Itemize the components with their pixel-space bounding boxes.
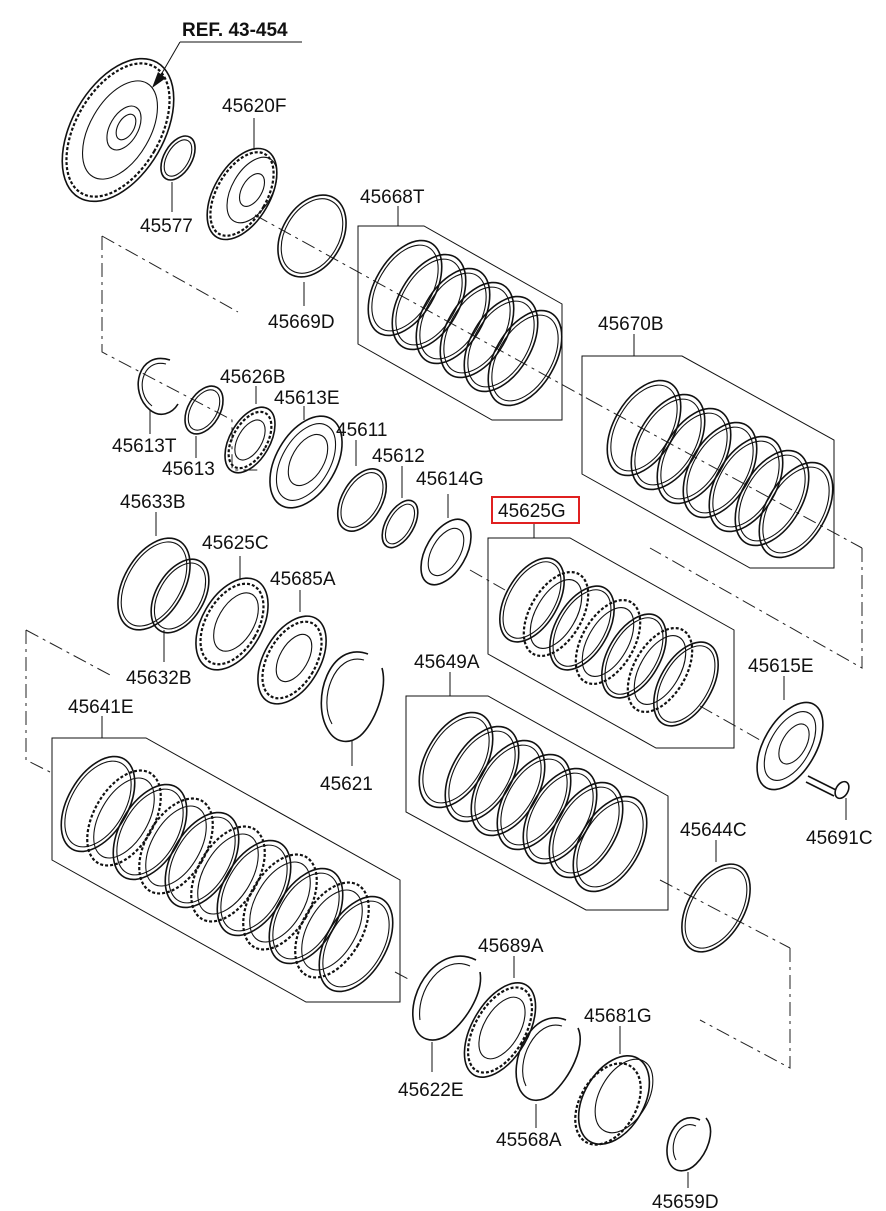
label-45613T: 45613T (112, 436, 177, 457)
label-45681G: 45681G (584, 1006, 652, 1027)
part-45625C: 45625C (195, 533, 269, 671)
part-45611: 45611 (336, 420, 387, 532)
label-45632B: 45632B (126, 668, 192, 689)
part-45681G: 45681G (574, 1006, 654, 1146)
part-45625G: 45625G (487, 496, 735, 749)
label-45612: 45612 (372, 446, 425, 467)
label-45670B: 45670B (598, 314, 664, 335)
label-45615E: 45615E (748, 656, 814, 677)
label-45611: 45611 (336, 420, 387, 441)
part-45626B: 45626B (220, 367, 286, 474)
label-45649A: 45649A (414, 652, 480, 673)
label-45691C: 45691C (806, 828, 873, 849)
highlight-box-45625G (491, 496, 580, 524)
part-45613T: 45613T (112, 357, 179, 457)
label-45659D: 45659D (652, 1192, 719, 1211)
label-45613: 45613 (162, 459, 215, 480)
part-45670B: 45670B (581, 314, 835, 569)
part-45568A: 45568A (496, 1017, 581, 1151)
part-45613E: 45613E (269, 388, 343, 509)
part-45621: 45621 (320, 651, 385, 795)
part-45691C: 45691C (805, 775, 873, 849)
part-45685A: 45685A (257, 569, 336, 705)
label-45625C: 45625C (202, 533, 269, 554)
part-45649A: 45649A (405, 652, 669, 911)
input-shaft-drum (61, 57, 175, 203)
reference-label: REF. 43-454 (182, 20, 288, 41)
part-45659D: 45659D (652, 1117, 719, 1211)
reference-callout: REF. 43-454 (152, 20, 302, 88)
label-45621: 45621 (320, 774, 373, 795)
label-45641E: 45641E (68, 697, 134, 718)
part-45641E: 45641E (51, 697, 401, 1003)
part-45644C: 45644C (680, 820, 751, 953)
part-45577: 45577 (140, 135, 196, 237)
part-45614G: 45614G (416, 469, 484, 586)
part-45620F: 45620F (206, 96, 286, 241)
label-45613E: 45613E (274, 388, 340, 409)
part-45633B: 45633B (117, 492, 191, 631)
label-45644C: 45644C (680, 820, 747, 841)
label-45622E: 45622E (398, 1080, 464, 1101)
assembly-axis-lines (25, 214, 863, 1069)
part-45615E: 45615E (748, 656, 824, 791)
part-45612: 45612 (372, 446, 425, 549)
part-45669D: 45669D (268, 194, 347, 333)
label-45568A: 45568A (496, 1130, 562, 1151)
part-45613: 45613 (162, 385, 224, 480)
part-45689A: 45689A (463, 936, 544, 1078)
label-45685A: 45685A (270, 569, 336, 590)
label-45689A: 45689A (478, 936, 544, 957)
part-45622E: 45622E (398, 955, 482, 1101)
label-45669D: 45669D (268, 312, 335, 333)
part-45632B: 45632B (126, 558, 210, 689)
label-45668T: 45668T (360, 187, 425, 208)
label-45633B: 45633B (120, 492, 186, 513)
label-45577: 45577 (140, 216, 193, 237)
label-45620F: 45620F (222, 96, 286, 117)
label-45614G: 45614G (416, 469, 484, 490)
label-45626B: 45626B (220, 367, 286, 388)
part-45668T: 45668T (357, 187, 563, 421)
label-45625G: 45625G (498, 501, 566, 522)
